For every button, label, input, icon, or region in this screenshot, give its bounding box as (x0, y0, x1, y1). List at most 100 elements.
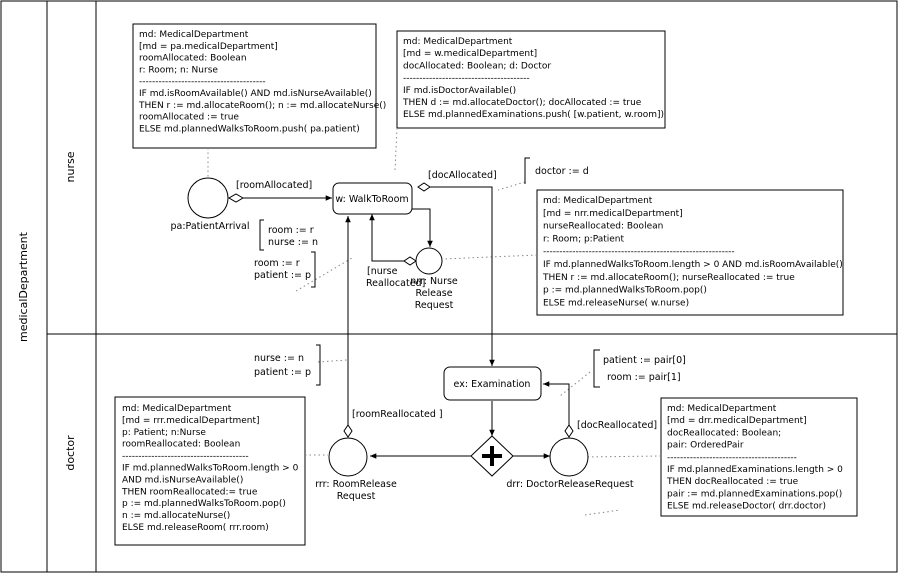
note-room-release-request: md: MedicalDepartment [md = rrr.medicalDe… (121, 404, 299, 533)
note-line: pair := md.plannedExaminations.pop() (667, 489, 842, 499)
note-line: md: MedicalDepartment (122, 404, 232, 414)
assign-room-pair: room := pair[1] (607, 372, 681, 383)
note-line: --------------------------------------- (139, 77, 266, 87)
note-line: md: MedicalDepartment (543, 196, 653, 206)
note-line: IF md.plannedWalksToRoom.length > 0 (122, 464, 299, 474)
note-line: THEN docReallocated := true (666, 477, 799, 487)
note-line: THEN d := md.allocateDoctor(); docAlloca… (402, 98, 642, 108)
note-line: r: Room; n: Nurse (139, 65, 218, 75)
note-line: --------------------------------------- (403, 74, 530, 84)
lane-label-nurse: nurse (64, 151, 77, 182)
task-examination[interactable] (443, 366, 542, 401)
event-room-release-request[interactable] (328, 437, 368, 477)
assign-room-r-1: room := r (268, 225, 314, 236)
task-walk-to-room[interactable] (332, 182, 413, 215)
condition-room-reallocated: [roomReallocated ] (352, 409, 443, 420)
note-line: docReallocated: Boolean; (667, 428, 781, 438)
association-drr-extra (584, 509, 621, 516)
task-examination-label: ex: Examination (454, 379, 531, 390)
assign-doctor-d: doctor := d (535, 166, 589, 177)
note-line: docAllocated: Boolean; d: Doctor (403, 61, 551, 71)
flow-nrr-to-walk (369, 214, 416, 262)
note-line: THEN r := md.allocateRoom(); nurseReallo… (542, 273, 795, 283)
event-doctor-release-request[interactable] (549, 437, 589, 477)
note-line: r: Room; p:Patient (543, 234, 625, 244)
event-label-nrr-1: nrr: Nurse (410, 276, 458, 287)
event-label-drr: drr: DoctorReleaseRequest (506, 479, 634, 490)
note-line: [md = rrr.medicalDepartment] (122, 416, 260, 426)
note-line: p := md.plannedWalksToRoom.pop() (543, 286, 707, 296)
note-line: [md = pa.medicalDepartment] (139, 42, 278, 52)
note-line: ELSE md.releaseNurse( w.nurse) (543, 298, 689, 308)
note-patient-arrival: md: MedicalDepartment[md = pa.medicalDep… (138, 30, 386, 134)
note-line: IF md.plannedWalksToRoom.length > 0 AND … (543, 260, 843, 270)
association-patient-pair (559, 371, 591, 397)
task-walk-to-room-label: w: WalkToRoom (335, 194, 408, 205)
note-box-room-release (114, 396, 306, 546)
event-patient-arrival[interactable] (187, 177, 229, 219)
pool-label: medicalDepartment (17, 231, 30, 342)
event-nurse-release-request[interactable] (415, 247, 443, 275)
note-box-doctor-release (660, 397, 858, 517)
note-line: [md = drr.medicalDepartment] (667, 416, 807, 426)
bracket-nurse-patient (316, 344, 321, 386)
flow-walk-to-nrr (412, 208, 433, 247)
note-line: nurseReallocated: Boolean (543, 222, 663, 232)
condition-marker-nurse-reallocated (403, 256, 417, 266)
note-line: IF md.plannedExaminations.length > 0 (667, 465, 843, 475)
bracket-room-nurse (259, 219, 264, 251)
note-line: [md = nrr.medicalDepartment] (543, 209, 683, 219)
assign-room-r-2: room := r (254, 258, 300, 269)
bracket-doctor (524, 157, 530, 184)
note-line: IF md.isDoctorAvailable() (403, 86, 516, 96)
note-walk-to-room: md: MedicalDepartment [md = w.medicalDepa… (402, 37, 664, 120)
note-line: md: MedicalDepartment (403, 37, 513, 47)
association-doctor (497, 181, 526, 191)
note-line: roomAllocated := true (139, 113, 239, 123)
note-box-nurse-release (536, 189, 844, 316)
note-line: [md = w.medicalDepartment] (403, 49, 537, 59)
assign-patient-p-1: patient := p (254, 270, 311, 281)
association-drr (581, 455, 662, 458)
note-line: ----------------------------------------… (543, 247, 735, 257)
assign-nurse-n-2: nurse := n (254, 353, 304, 364)
note-line: ELSE md.releaseDoctor( drr.doctor) (667, 502, 826, 512)
assign-patient-p-2: patient := p (254, 367, 311, 378)
flow-walk-to-exam (430, 186, 495, 366)
condition-nurse-reallocated-2: Reallocated] (366, 278, 425, 289)
note-line: AND md.isNurseAvailable() (122, 475, 243, 485)
note-box-walk-to-room (396, 30, 666, 129)
lane-label-doctor: doctor (64, 435, 77, 471)
event-label-rrr-1: rrr: RoomRelease (315, 479, 397, 490)
note-line: pair: OrderedPair (667, 441, 744, 451)
condition-marker-doc-reallocated (564, 424, 574, 438)
condition-nurse-reallocated-1: [nurse (367, 266, 398, 277)
note-line: IF md.isRoomAvailable() AND md.isNurseAv… (139, 89, 372, 99)
condition-doc-allocated: [docAllocated] (428, 170, 497, 181)
condition-marker-doc-allocated (417, 182, 431, 192)
note-box-patient-arrival (132, 23, 377, 149)
note-line: n := md.allocateNurse() (122, 511, 230, 521)
note-line: THEN r := md.allocateRoom(); n := md.all… (138, 101, 386, 111)
condition-room-allocated: [roomAllocated] (236, 180, 312, 191)
event-label-nrr-2: Release (415, 288, 452, 299)
note-line: p := md.plannedWalksToRoom.pop() (122, 499, 286, 509)
note-line: ELSE md.plannedWalksToRoom.push( pa.pati… (139, 124, 360, 134)
note-line: ELSE md.releaseRoom( rrr.room) (122, 523, 269, 533)
bracket-room-patient (311, 251, 316, 288)
association-nurse-patient (317, 359, 348, 363)
assign-patient-pair: patient := pair[0] (603, 355, 686, 366)
note-nurse-release-request: md: MedicalDepartment [md = nrr.medicalDe… (542, 196, 843, 308)
association-room-patient (295, 257, 353, 292)
condition-marker-room-allocated (227, 193, 245, 203)
note-line: roomReallocated: Boolean (122, 440, 240, 450)
condition-marker-room-reallocated (343, 424, 353, 438)
note-line: md: MedicalDepartment (667, 404, 777, 414)
association-w (394, 127, 398, 171)
note-line: ELSE md.plannedExaminations.push( [w.pat… (403, 110, 664, 120)
assign-nurse-n-1: nurse := n (268, 237, 318, 248)
note-line: p: Patient; n:Nurse (122, 428, 206, 438)
event-label-patient-arrival: pa:PatientArrival (171, 221, 250, 232)
note-doctor-release-request: md: MedicalDepartment [md = drr.medicalDe… (666, 404, 843, 512)
